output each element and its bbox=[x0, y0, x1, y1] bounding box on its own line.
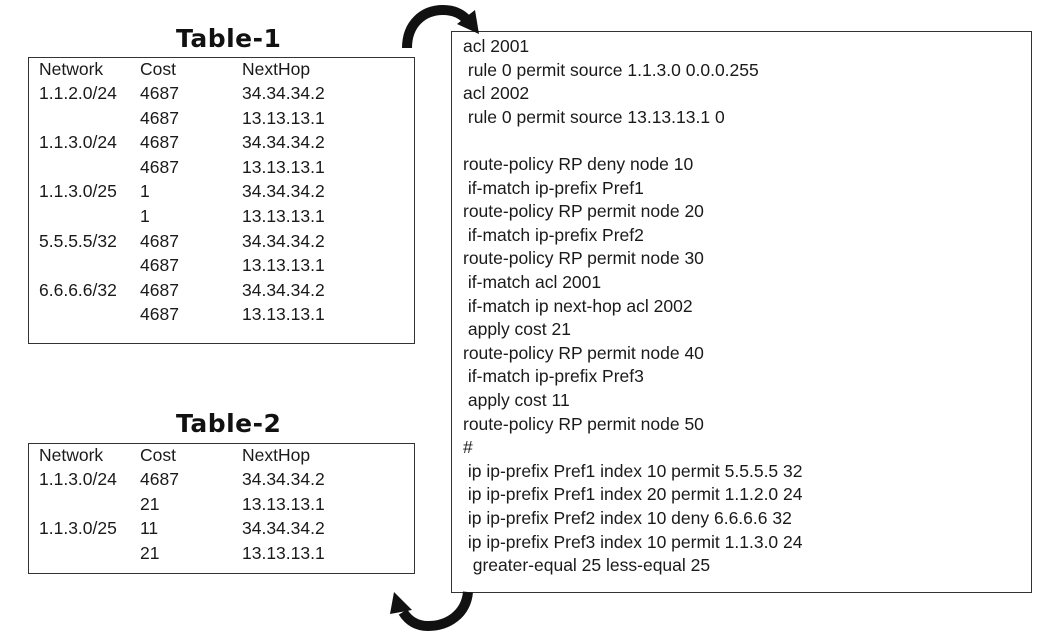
table-row: 1.1.3.0/24 4687 34.34.34.2 bbox=[29, 130, 414, 154]
table1-cell-nexthop: 34.34.34.2 bbox=[242, 279, 325, 300]
table2-cell-nexthop: 13.13.13.1 bbox=[242, 493, 325, 514]
table1-cell-cost: 4687 bbox=[140, 156, 179, 177]
config-line: ip ip-prefix Pref3 index 10 permit 1.1.3… bbox=[463, 531, 803, 552]
curved-arrow-up-icon bbox=[390, 591, 473, 632]
table-row: 4687 13.13.13.1 bbox=[29, 106, 414, 130]
table-row: 1.1.3.0/25 11 34.34.34.2 bbox=[29, 516, 414, 540]
config-line: greater-equal 25 less-equal 25 bbox=[463, 555, 711, 576]
config-line: if-match ip-prefix Pref1 bbox=[463, 177, 644, 198]
config-line: route-policy RP permit node 20 bbox=[463, 201, 704, 222]
table1-header-nexthop: NextHop bbox=[242, 59, 311, 79]
config-line: route-policy RP permit node 40 bbox=[463, 342, 704, 363]
table1-title: Table-1 bbox=[176, 24, 282, 53]
table1-header-network: Network bbox=[39, 59, 104, 79]
table1-cell-network: 6.6.6.6/32 bbox=[39, 279, 117, 300]
table1-cell-nexthop: 13.13.13.1 bbox=[242, 304, 325, 325]
table-row: 1 13.13.13.1 bbox=[29, 204, 414, 228]
table1-cell-network: 5.5.5.5/32 bbox=[39, 230, 117, 251]
config-line: route-policy RP permit node 50 bbox=[463, 413, 704, 434]
table2-header-cost: Cost bbox=[140, 445, 176, 465]
table1-cell-cost: 4687 bbox=[140, 255, 179, 276]
config-line: ip ip-prefix Pref1 index 20 permit 1.1.2… bbox=[463, 484, 803, 505]
table-row: 4687 13.13.13.1 bbox=[29, 302, 414, 326]
table1-cell-cost: 4687 bbox=[140, 304, 179, 325]
table2-title: Table-2 bbox=[176, 409, 282, 438]
table1-cell-network: 1.1.3.0/25 bbox=[39, 181, 117, 202]
config-line: apply cost 21 bbox=[463, 319, 571, 340]
table2-cell-network: 1.1.3.0/25 bbox=[39, 518, 117, 539]
table1-cell-nexthop: 34.34.34.2 bbox=[242, 83, 325, 103]
table1-cell-cost: 4687 bbox=[140, 132, 179, 153]
table1-cell-nexthop: 13.13.13.1 bbox=[242, 206, 325, 226]
curved-arrow-down-icon bbox=[402, 4, 479, 49]
config-line: ip ip-prefix Pref1 index 10 permit 5.5.5… bbox=[463, 460, 803, 481]
table-row: 4687 13.13.13.1 bbox=[29, 253, 414, 277]
table1-cell-cost: 4687 bbox=[140, 107, 179, 128]
config-line: if-match ip next-hop acl 2002 bbox=[463, 295, 693, 316]
table1-cell-nexthop: 13.13.13.1 bbox=[242, 156, 325, 177]
config-line: route-policy RP permit node 30 bbox=[463, 248, 704, 269]
table1-cell-cost: 4687 bbox=[140, 230, 179, 251]
config-box: acl 2001 rule 0 permit source 1.1.3.0 0.… bbox=[451, 31, 1032, 593]
table2-cell-cost: 4687 bbox=[140, 469, 179, 489]
table1-cell-nexthop: 34.34.34.2 bbox=[242, 132, 325, 153]
config-line: ip ip-prefix Pref2 index 10 deny 6.6.6.6… bbox=[463, 508, 792, 528]
config-line: rule 0 permit source 13.13.13.1 0 bbox=[463, 106, 725, 127]
table2-cell-nexthop: 34.34.34.2 bbox=[242, 469, 325, 489]
table1-cell-cost: 4687 bbox=[140, 83, 179, 103]
table-row: 6.6.6.6/32 4687 34.34.34.2 bbox=[29, 278, 414, 302]
table2-cell-nexthop: 34.34.34.2 bbox=[242, 518, 325, 539]
table1-cell-cost: 4687 bbox=[140, 279, 179, 300]
table1-cell-nexthop: 13.13.13.1 bbox=[242, 255, 325, 276]
table2-cell-network: 1.1.3.0/24 bbox=[39, 469, 117, 489]
table1-cell-nexthop: 34.34.34.2 bbox=[242, 230, 325, 251]
table1-cell-network: 1.1.2.0/24 bbox=[39, 83, 117, 103]
config-line: rule 0 permit source 1.1.3.0 0.0.0.255 bbox=[463, 59, 759, 80]
config-line: if-match ip-prefix Pref3 bbox=[463, 366, 644, 387]
table1-header-row: Network Cost NextHop bbox=[29, 57, 414, 81]
table1-header-cost: Cost bbox=[140, 59, 176, 79]
config-line: acl 2001 bbox=[463, 36, 530, 56]
config-line: if-match ip-prefix Pref2 bbox=[463, 224, 644, 245]
table-row: 21 13.13.13.1 bbox=[29, 492, 414, 516]
table2-cell-nexthop: 13.13.13.1 bbox=[242, 542, 325, 563]
table1-cell-network: 1.1.3.0/24 bbox=[39, 132, 117, 153]
table2-cell-cost: 21 bbox=[140, 493, 160, 514]
table1-cell-nexthop: 34.34.34.2 bbox=[242, 181, 325, 202]
table2: Network Cost NextHop 1.1.3.0/24 4687 34.34.34… bbox=[28, 443, 415, 574]
table-row: 1.1.3.0/25 1 34.34.34.2 bbox=[29, 179, 414, 203]
table-row: 4687 13.13.13.1 bbox=[29, 155, 414, 179]
config-line: apply cost 11 bbox=[463, 390, 570, 410]
table-row: 21 13.13.13.1 bbox=[29, 541, 414, 565]
config-line: # bbox=[463, 437, 473, 458]
table-row: 1.1.3.0/24 4687 34.34.34.2 bbox=[29, 467, 414, 491]
table-row: 1.1.2.0/24 4687 34.34.34.2 bbox=[29, 81, 414, 105]
table2-cell-cost: 11 bbox=[140, 518, 159, 539]
config-line: route-policy RP deny node 10 bbox=[463, 154, 694, 174]
config-line: if-match acl 2001 bbox=[463, 272, 602, 292]
table-row: 5.5.5.5/32 4687 34.34.34.2 bbox=[29, 229, 414, 253]
table1-cell-nexthop: 13.13.13.1 bbox=[242, 107, 325, 128]
table2-cell-cost: 21 bbox=[140, 542, 160, 563]
table2-header-network: Network bbox=[39, 445, 104, 465]
table2-header-row: Network Cost NextHop bbox=[29, 443, 414, 467]
config-line: acl 2002 bbox=[463, 83, 530, 104]
table2-header-nexthop: NextHop bbox=[242, 445, 311, 465]
table1: Network Cost NextHop 1.1.2.0/24 4687 34.34.34… bbox=[28, 57, 415, 344]
table1-cell-cost: 1 bbox=[140, 206, 150, 226]
table1-cell-cost: 1 bbox=[140, 181, 150, 202]
